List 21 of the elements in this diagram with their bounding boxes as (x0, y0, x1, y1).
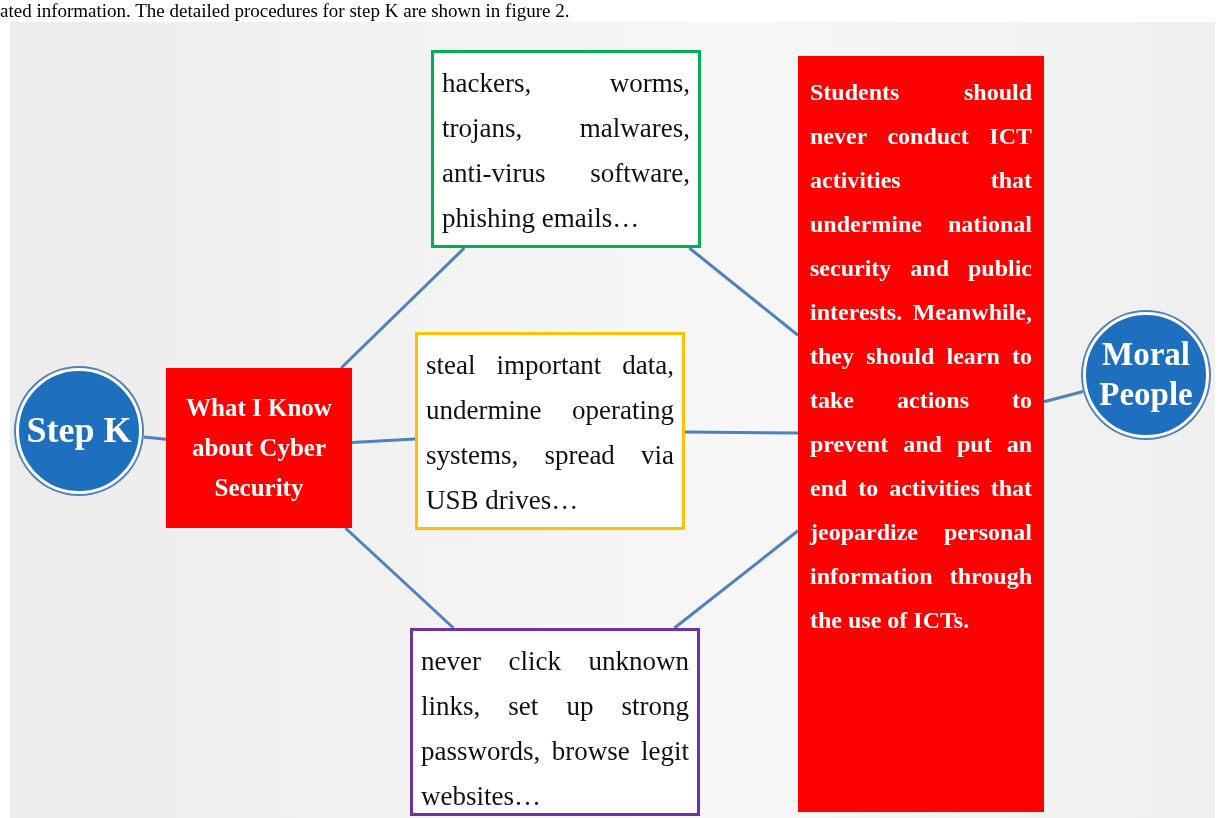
topic-box (166, 368, 352, 528)
connector-line (351, 437, 416, 445)
info-box (431, 50, 701, 248)
connector-line (1043, 390, 1084, 404)
node-text: hackers, worms, trojans, malwares, anti-virus software, phishing emails… (442, 67, 690, 235)
connector-line (685, 430, 798, 435)
node-text: steal important data, undermine operating systems, spread via USB drives… (426, 349, 674, 517)
summary-box (798, 56, 1044, 812)
connector-line (340, 246, 466, 370)
info-box (415, 332, 685, 530)
info-box (410, 628, 700, 816)
node-text: Moral People (1098, 335, 1194, 414)
body-text: ated information. The detailed procedures for step K are shown in figure 2. (0, 0, 570, 22)
connector-line (143, 435, 167, 441)
node-text: never click unknown links, set up strong passwords, browse legit websites… (421, 645, 689, 813)
connector-line (344, 526, 455, 630)
node-text: Students should never conduct ICT activities that undermine national security and public interests. Meanwhile, they should learn to take actions to prevent and put an end to activities that jeopardize personal information through the use of ICTs. (808, 78, 1033, 635)
node-text: Step K (25, 409, 133, 453)
node-text: What I Know about Cyber Security (185, 393, 333, 503)
connector-line (673, 529, 799, 630)
connector-line (688, 246, 799, 337)
